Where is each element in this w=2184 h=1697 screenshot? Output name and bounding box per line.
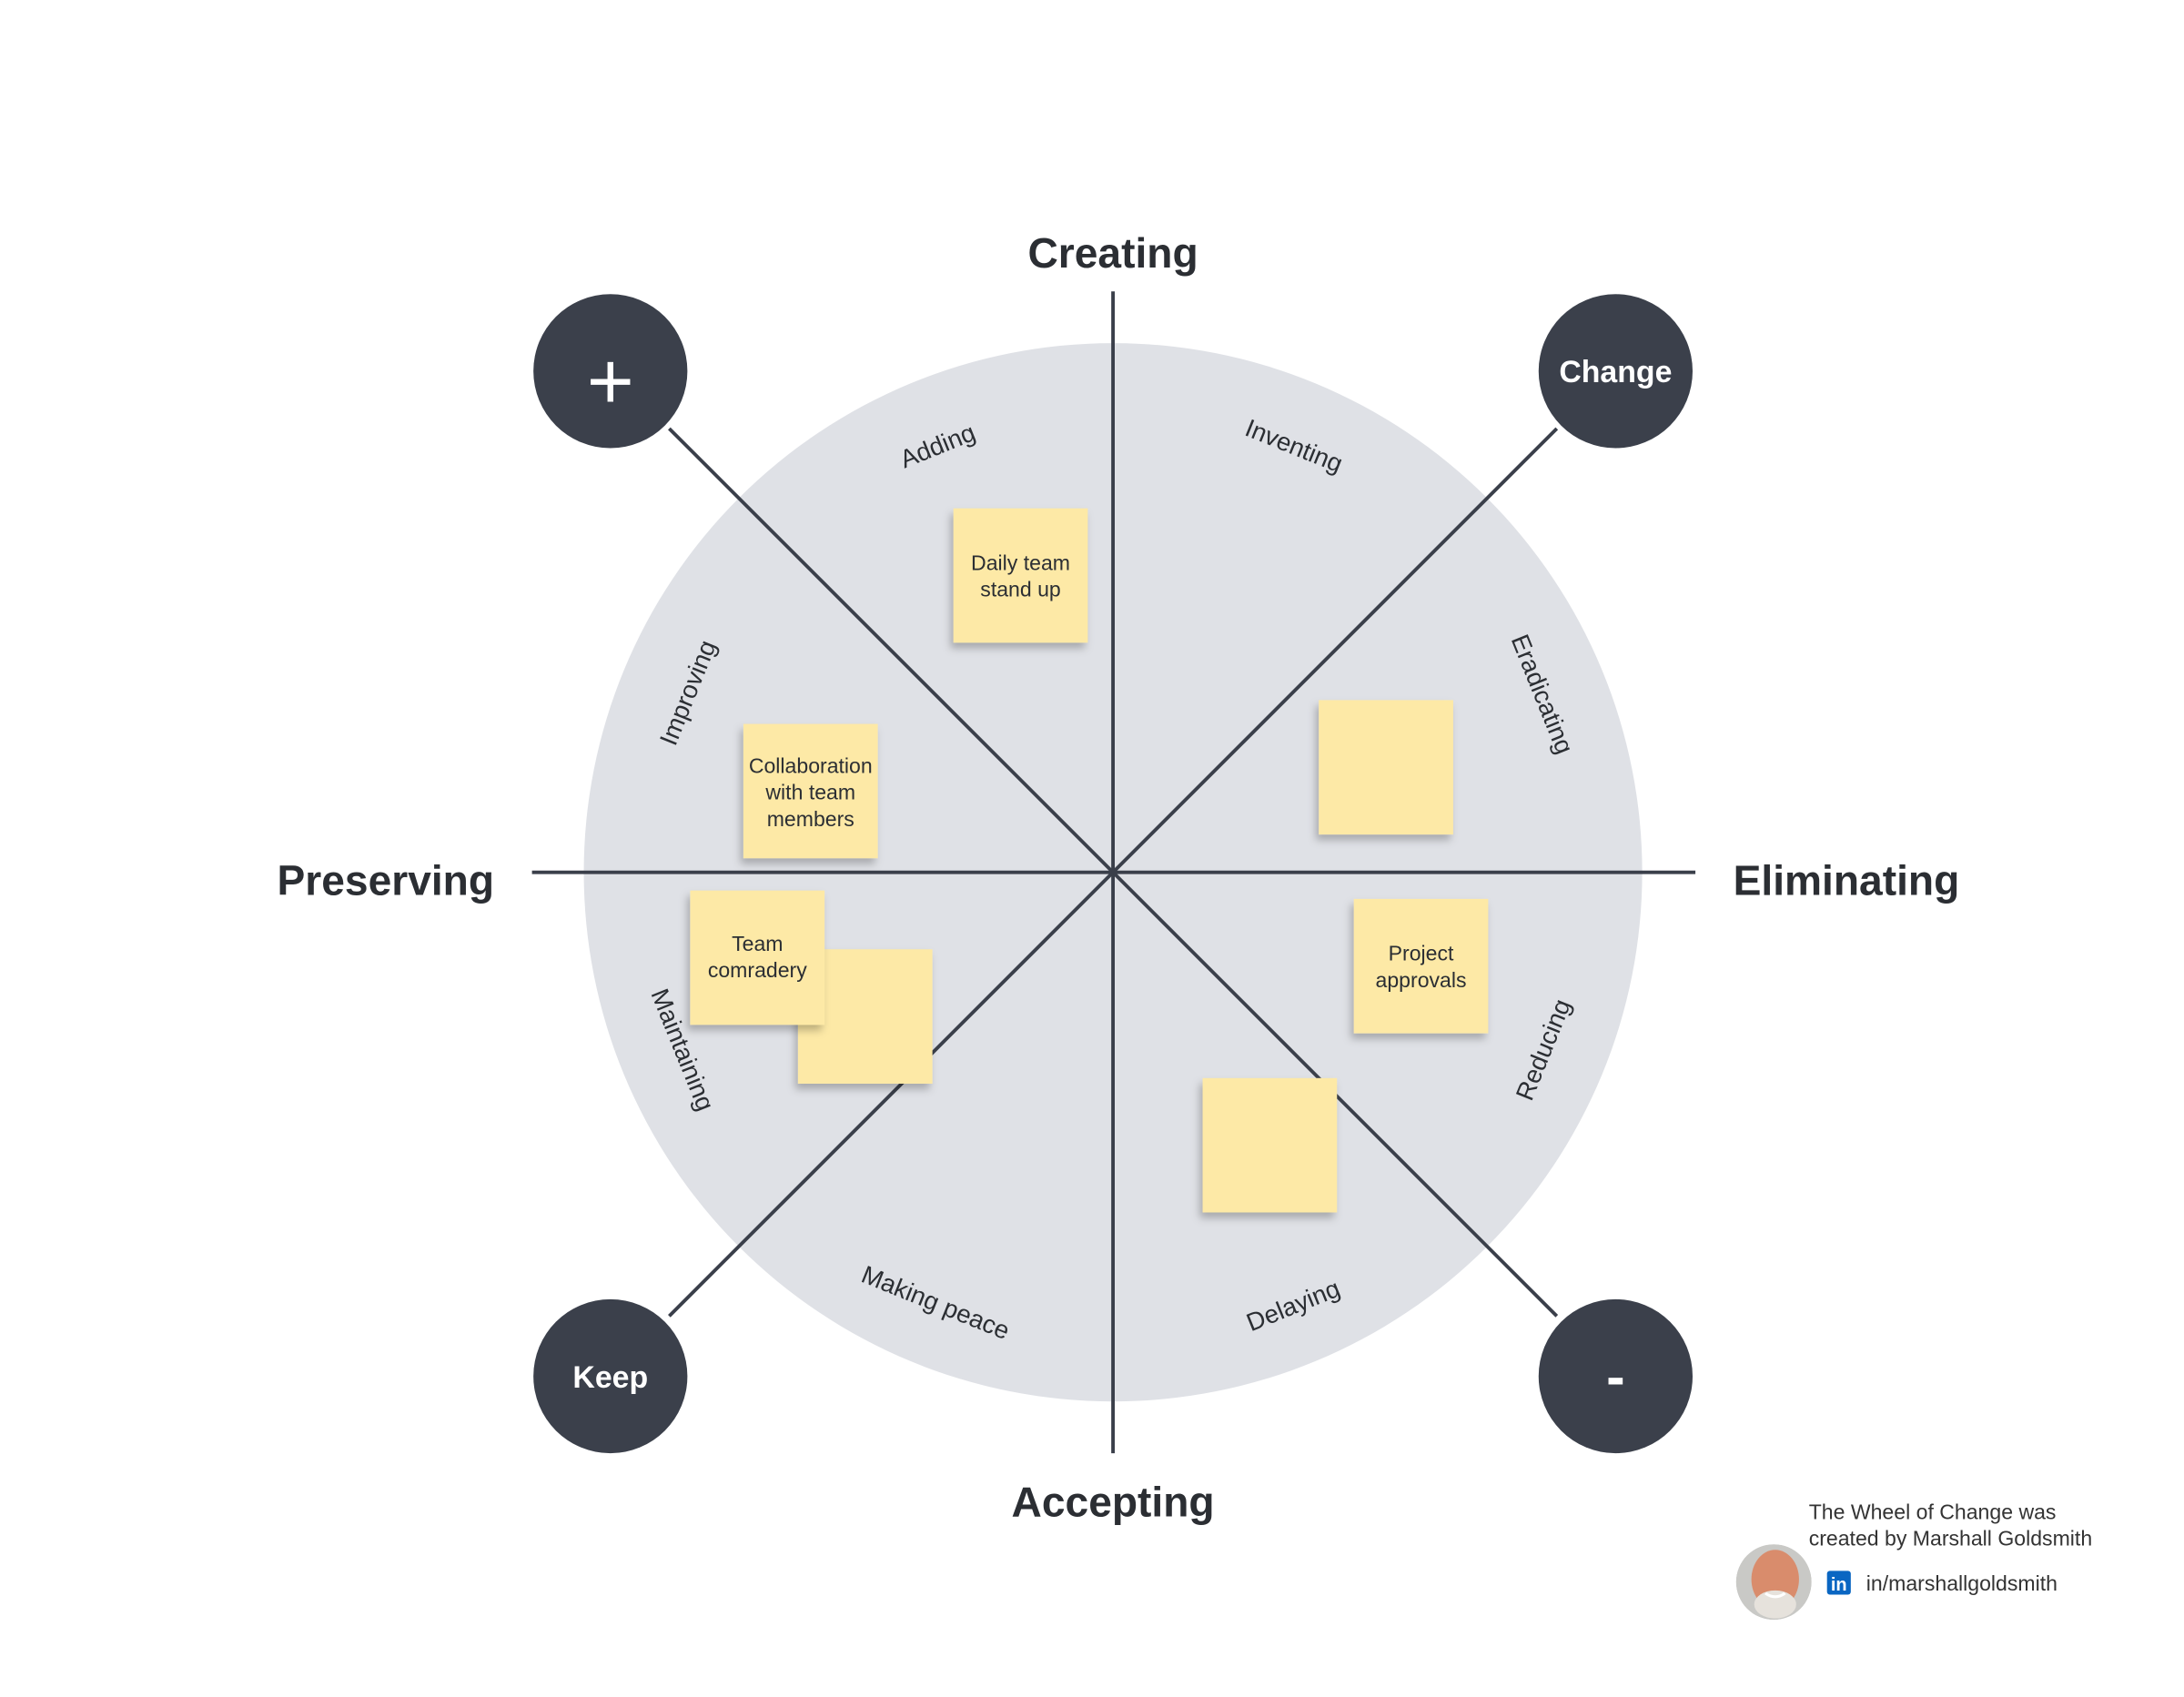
sticky-text: Daily team — [971, 551, 1070, 574]
axis-label-accepting: Accepting — [1012, 1478, 1215, 1525]
sticky-note-empty[interactable] — [1319, 700, 1453, 835]
sticky-note-project-approvals[interactable]: Project approvals — [1353, 898, 1489, 1034]
sticky-text: comradery — [708, 958, 807, 982]
minus-icon: - — [1606, 1346, 1624, 1409]
diagonal-line-change-keep — [668, 427, 1559, 1318]
linkedin-handle-link[interactable]: in/marshallgoldsmith — [1866, 1571, 2058, 1595]
avatar — [1735, 1544, 1812, 1621]
sticky-text: Collaboration — [749, 753, 873, 777]
sticky-note-team-comradery[interactable]: Team comradery — [690, 890, 825, 1025]
hub-keep: Keep — [533, 1298, 688, 1454]
axis-label-preserving: Preserving — [278, 856, 495, 904]
sticky-text: members — [767, 807, 854, 831]
linkedin-icon[interactable]: in — [1826, 1571, 1851, 1595]
sticky-text: Team — [732, 932, 783, 955]
axis-label-eliminating: Eliminating — [1734, 856, 1960, 904]
sticky-text: Project — [1389, 942, 1454, 965]
axis-label-creating: Creating — [1027, 229, 1198, 277]
sticky-note-collaboration[interactable]: Collaboration with team members — [743, 723, 878, 859]
sticky-text: with team — [764, 781, 855, 804]
hub-minus: - — [1538, 1298, 1693, 1454]
sticky-text: approvals — [1376, 968, 1467, 992]
sticky-note-daily-standup[interactable]: Daily team stand up — [953, 508, 1088, 643]
credit-line-1: The Wheel of Change was — [1809, 1500, 2057, 1523]
hub-change: Change — [1538, 294, 1693, 449]
plus-icon: + — [587, 335, 634, 426]
sticky-note-empty[interactable] — [1202, 1077, 1338, 1213]
hub-label-change: Change — [1559, 355, 1672, 389]
credit-block: The Wheel of Change was created by Marsh… — [1735, 1500, 2092, 1621]
sticky-text: stand up — [980, 578, 1060, 601]
hub-plus: + — [533, 294, 688, 449]
svg-text:in: in — [1831, 1575, 1847, 1595]
hub-label-keep: Keep — [572, 1360, 648, 1395]
credit-line-2: created by Marshall Goldsmith — [1809, 1527, 2092, 1551]
